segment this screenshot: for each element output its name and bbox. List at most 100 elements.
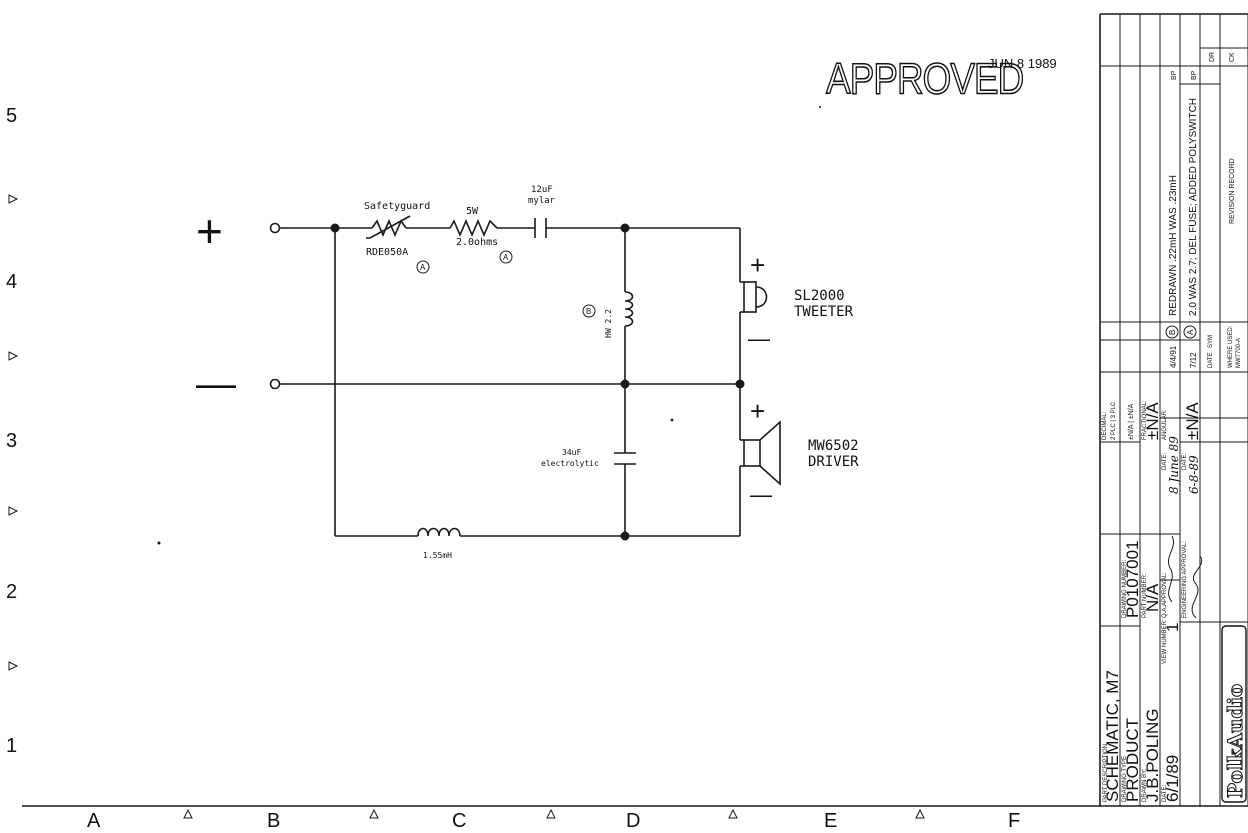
revision-record: CK DR REVISION RECORD 4/4/91 B REDRAWN .… (1165, 52, 1242, 368)
junction-dots (330, 223, 745, 541)
driver-type: DRIVER (808, 454, 859, 470)
revision-row-b-date: 4/4/91 (1169, 345, 1178, 368)
ptc-part-number: RDE050A (366, 247, 408, 258)
eng-date-label: DATE: (1182, 452, 1188, 470)
drawing-type: PRODUCT (1123, 718, 1142, 802)
col-label-c: C (452, 810, 466, 832)
revision-marker-b-icon (582, 304, 596, 318)
tweeter-minus-sign: — (748, 326, 770, 351)
junction-dot (620, 379, 630, 389)
part-number-label: PART NUMBER: (1142, 573, 1148, 618)
part-description-label: PART DESCRIPTION (1103, 744, 1109, 802)
scan-specks (157, 106, 821, 545)
inductor1-value: HW 2.2 (604, 309, 613, 338)
revision-row-a-sym: A (1186, 329, 1195, 335)
ptc-label: Safetyguard (364, 201, 430, 212)
revision-header-sym: SYM (1208, 335, 1214, 348)
tweeter-name: SL2000 (794, 288, 845, 304)
tweeter-symbol (740, 281, 768, 313)
drawing-border (22, 13, 1248, 807)
fractional-value: ±N/A (1143, 402, 1162, 440)
revision-marker-b: B (586, 307, 591, 316)
inductor-icon (624, 291, 634, 327)
col-label-f: F (1008, 810, 1020, 832)
input-minus-sign: — (196, 362, 236, 406)
inductor-icon (417, 527, 461, 537)
capacitor1-type: mylar (528, 196, 556, 206)
driver-name: MW6502 (808, 438, 859, 454)
revision-marker-a-icon (416, 260, 430, 274)
resistor-wattage: 5W (466, 206, 479, 217)
inductor2-value: 1.55mH (423, 551, 452, 560)
revision-marker-a-icon (499, 250, 513, 264)
drawing-number-label: DRAWING NUMBER: (1122, 560, 1128, 618)
view-number-label: VIEW NUMBER: (1162, 619, 1168, 664)
drawn-by-label: DRAWN BY: (1142, 768, 1148, 802)
angular-label: ANGULAR: (1162, 409, 1168, 440)
decimal-columns: 2 PLC | 3 PLC (1111, 401, 1117, 440)
row-tick-icon (8, 506, 19, 516)
drawn-by: J.B.POLING (1143, 708, 1162, 802)
junction-dot (620, 223, 630, 233)
row-label-5: 5 (6, 105, 17, 127)
driver-magnet-icon (743, 439, 761, 467)
capacitor2-type: electrolytic (541, 459, 599, 468)
negative-terminal-icon (269, 378, 281, 390)
company-logo-frame (1221, 625, 1247, 803)
decimal-label: DECIMAL: (1102, 411, 1108, 440)
junction-dot (330, 223, 340, 233)
row-tick-icon (8, 351, 19, 361)
col-label-e: E (824, 810, 837, 832)
capacitor1-value: 12uF (531, 185, 553, 195)
row-tick-icon (8, 194, 19, 204)
revision-header-date: DATE (1208, 352, 1214, 368)
col-tick-icon (546, 808, 556, 819)
date-label: DATE: (1162, 784, 1168, 802)
qa-approval-label: Q.A.APPROVAL: (1162, 572, 1168, 618)
col-tick-icon (183, 808, 193, 819)
engineering-signature-icon (1191, 555, 1203, 619)
revision-row-b-sym: B (1168, 330, 1177, 335)
driver-cone-icon (759, 420, 781, 486)
revision-record-title: REVISION RECORD (1229, 158, 1236, 224)
revision-row-a-date: 7/12 (1189, 352, 1198, 368)
input-plus-sign: + (196, 205, 223, 257)
ptc-thermistor (366, 215, 411, 239)
row-label-2: 2 (6, 581, 17, 603)
approved-stamp: APPROVED (826, 53, 1023, 103)
tweeter-type: TWEETER (794, 304, 854, 320)
revision-row-b-sym-icon (1165, 325, 1179, 339)
eng-date: 6-8-89 (1187, 455, 1201, 494)
drawing-number: P0107001 (1123, 540, 1142, 618)
drawing-type-label: DRAWING TYPE (1122, 756, 1128, 802)
revision-marker-a: A (420, 263, 426, 272)
qa-signature-icon (1168, 535, 1174, 603)
revision-header-ck: CK (1229, 52, 1236, 62)
row-label-3: 3 (6, 430, 17, 452)
row-tick-icon (8, 661, 19, 671)
col-label-a: A (87, 810, 101, 832)
revision-row-a-sym-icon (1183, 325, 1197, 339)
revision-row-b-desc: REDRAWN .22mH WAS .23mH (1168, 175, 1179, 316)
revision-row-a-desc: 2.0 WAS 2.7; DEL FUSE; ADDED POLYSWITCH (1188, 98, 1199, 316)
qa-date: 8 June 89 (1167, 436, 1181, 494)
company-logo: PolkAudio (1223, 684, 1247, 798)
row-label-1: 1 (6, 735, 17, 757)
driver-minus-sign: — (750, 482, 772, 507)
resistor-ohms: 2.0ohms (456, 237, 498, 248)
decimal-values: ±N/A | ±N/A (1128, 403, 1135, 440)
qa-date-label: DATE: (1162, 452, 1168, 470)
circuit-wires (269, 222, 741, 537)
revision-header-dr: DR (1209, 52, 1216, 62)
col-tick-icon (915, 808, 925, 819)
part-number: N/A (1143, 583, 1162, 612)
col-tick-icon (728, 808, 738, 819)
ptc-slash-icon (366, 215, 411, 239)
approved-date: JUN 8 1989 (988, 56, 1057, 71)
where-used-value: MW7700-A (1236, 338, 1242, 368)
title-block (1099, 14, 1248, 806)
view-number: 1 (1163, 623, 1182, 632)
part-description: SCHEMATIC, M7 (1103, 670, 1122, 802)
title-block-fields: PART DESCRIPTION SCHEMATIC, M7 DRAWING T… (1102, 400, 1248, 803)
